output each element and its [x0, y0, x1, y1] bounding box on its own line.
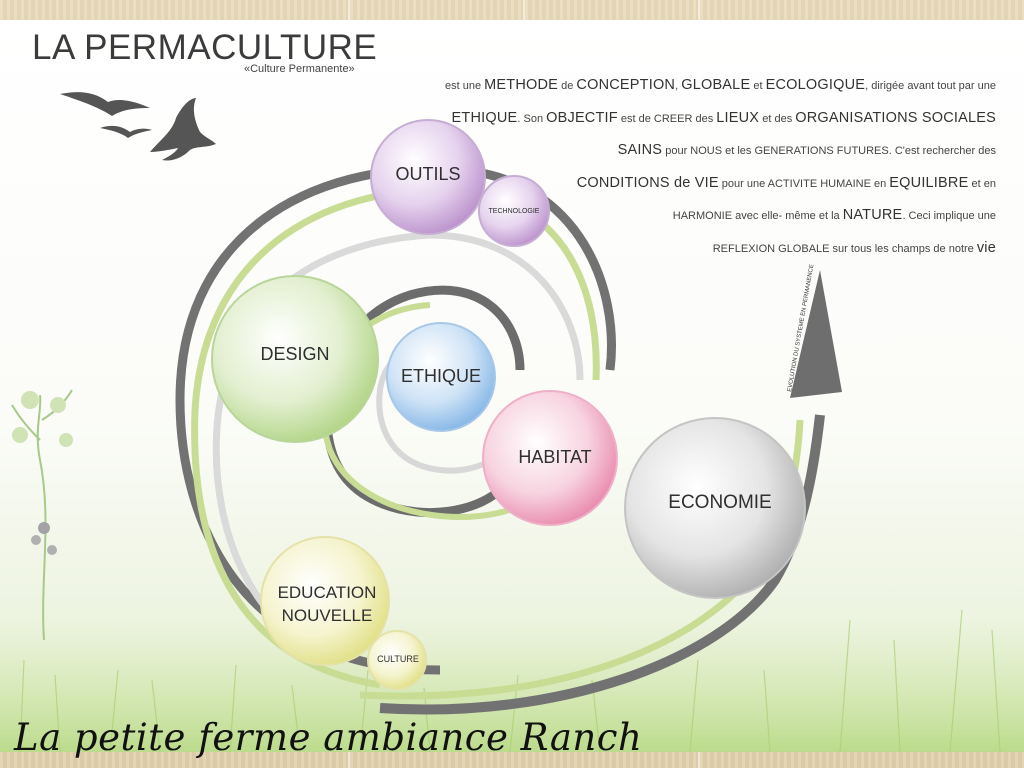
- description-keyword: ORGANISATIONS SOCIALES: [795, 109, 996, 126]
- description-keyword: vie: [976, 239, 996, 256]
- ethique-label: ETHIQUE: [400, 366, 481, 386]
- birds-illustration: [60, 92, 216, 161]
- description-text: de: [558, 80, 577, 92]
- page-subtitle: «Culture Permanente»: [244, 63, 355, 75]
- page-title: LA PERMACULTURE: [32, 28, 378, 67]
- description-text: , dirigée avant tout par une: [865, 80, 996, 92]
- description-keyword: METHODE: [484, 77, 559, 93]
- description-line: REFLEXION GLOBALE sur tous les champs de…: [376, 233, 996, 266]
- diagram-graphics: EVOLUTION DU SYSTEME EN PERMANENCE: [0, 92, 1024, 752]
- border-seam: [348, 0, 350, 20]
- description-keyword: ECOLOGIQUE: [765, 77, 866, 93]
- grass-blades: [19, 609, 1001, 752]
- description-text: est une: [445, 80, 485, 92]
- ethique-bubble: [386, 322, 496, 432]
- description-line: CONDITIONS de VIE pour une ACTIVITE HUMA…: [376, 168, 996, 201]
- design-label: DESIGN: [260, 344, 330, 364]
- technologie-label: TECHNOLOGIE: [488, 208, 540, 215]
- design-bubble: [211, 275, 379, 443]
- description-keyword: CONCEPTION: [576, 77, 676, 93]
- description-text: HARMONIE avec elle- même et la: [672, 210, 843, 222]
- education-label-line1: EDUCATION: [277, 583, 377, 602]
- outer-green-spiral: [191, 186, 600, 689]
- education-label-line2: NOUVELLE: [281, 606, 373, 625]
- description-paragraph: est une METHODE de CONCEPTION, GLOBALE e…: [376, 70, 996, 265]
- description-text: pour NOUS et les GENERATIONS FUTURES. C'…: [662, 145, 996, 157]
- description-text: REFLEXION GLOBALE sur tous les champs de…: [712, 242, 977, 255]
- outils-label: OUTILS: [395, 164, 461, 184]
- outils-bubble: [370, 119, 486, 235]
- culture-label: CULTURE: [377, 654, 419, 664]
- plant-illustration: [11, 389, 73, 641]
- description-keyword: EQUILIBRE: [889, 174, 969, 191]
- description-keyword: NATURE: [842, 207, 903, 223]
- economie-label: ECONOMIE: [668, 492, 772, 513]
- description-keyword: SAINS: [617, 142, 663, 158]
- economie-bubble: [624, 417, 806, 599]
- outer-dark-spiral: [175, 164, 616, 675]
- description-text: . Ceci implique une: [902, 210, 996, 222]
- description-line: est une METHODE de CONCEPTION, GLOBALE e…: [376, 70, 996, 103]
- description-text: et: [750, 80, 766, 92]
- description-line: ETHIQUE. Son OBJECTIF est de CREER des L…: [376, 103, 996, 136]
- lower-dark-swoosh: [379, 414, 825, 715]
- description-line: SAINS pour NOUS et les GENERATIONS FUTUR…: [376, 135, 996, 168]
- description-text: et des: [759, 112, 796, 125]
- habitat-bubble: [482, 390, 618, 526]
- border-seam: [523, 0, 525, 20]
- description-keyword: CONDITIONS de VIE: [576, 174, 719, 191]
- description-text: est de CREER des: [617, 112, 717, 125]
- border-seam: [348, 752, 350, 768]
- description-text: ,: [675, 80, 682, 92]
- description-text: et en: [968, 177, 996, 190]
- education-bubble: [260, 536, 390, 666]
- description-text: pour une ACTIVITE HUMAINE en: [718, 177, 890, 190]
- description-line: HARMONIE avec elle- même et la NATURE. C…: [376, 200, 996, 233]
- habitat-label: HABITAT: [518, 447, 592, 467]
- technologie-bubble: [478, 175, 550, 247]
- border-seam: [698, 752, 700, 768]
- description-keyword: OBJECTIF: [546, 109, 618, 126]
- description-keyword: LIEUX: [716, 109, 760, 126]
- slide-canvas: EVOLUTION DU SYSTEME EN PERMANENCE OUTIL…: [0, 20, 1024, 752]
- evolution-arrow-head: [790, 270, 842, 398]
- footer-caption: La petite ferme ambiance Ranch: [14, 716, 643, 759]
- description-keyword: ETHIQUE: [451, 109, 518, 126]
- culture-bubble: [367, 630, 427, 690]
- description-keyword: GLOBALE: [681, 77, 751, 93]
- description-text: . Son: [517, 112, 547, 125]
- border-seam: [698, 0, 700, 20]
